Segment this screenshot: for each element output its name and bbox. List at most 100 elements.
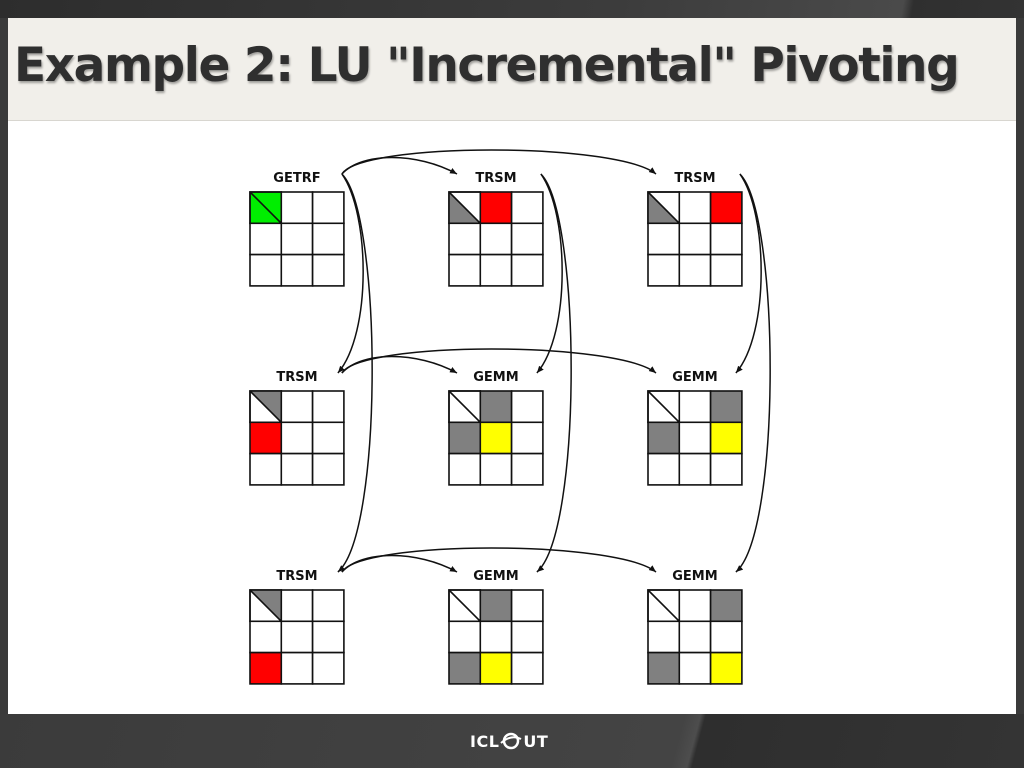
matrix-cell — [678, 191, 712, 225]
matrix-cell — [647, 421, 681, 455]
dependency-arrow — [536, 173, 572, 573]
matrix-cell — [709, 421, 743, 455]
matrix-cell — [249, 421, 283, 455]
dependency-arrow — [337, 173, 373, 573]
task-label: GEMM — [672, 569, 717, 584]
matrix-cell — [280, 589, 314, 623]
matrix-cell — [678, 253, 712, 287]
dependency-arrow — [735, 173, 762, 374]
matrix-cell — [280, 620, 314, 654]
matrix-cell — [280, 421, 314, 455]
icl-ut-logo: ICL UT — [470, 728, 548, 754]
task-label: GEMM — [672, 370, 717, 385]
matrix-cell — [280, 390, 314, 424]
dependency-arrow — [735, 173, 771, 573]
diagonal-line — [647, 589, 680, 622]
matrix-cell — [479, 222, 513, 256]
matrix-cell — [249, 620, 283, 654]
dependency-arrow — [341, 355, 458, 374]
matrix-cell — [647, 452, 681, 486]
dependency-arrow — [341, 348, 657, 374]
diagonal-line — [249, 390, 282, 423]
matrix-cell — [510, 651, 544, 685]
dependency-arrow — [341, 547, 657, 573]
matrix-cell — [510, 191, 544, 225]
matrix-cell — [510, 620, 544, 654]
matrix-cell — [280, 452, 314, 486]
diagonal-line — [647, 191, 680, 224]
matrix-cell — [678, 421, 712, 455]
matrix-cell — [647, 651, 681, 685]
matrix-cell — [479, 253, 513, 287]
dependency-arrow — [341, 149, 657, 175]
matrix-cell — [249, 651, 283, 685]
matrix-cell — [678, 390, 712, 424]
task-t12: GEMM — [647, 370, 743, 486]
matrix-cell — [448, 452, 482, 486]
task-label: GEMM — [473, 370, 518, 385]
matrix-cell — [647, 222, 681, 256]
matrix-cell — [311, 620, 345, 654]
matrix-cell — [678, 620, 712, 654]
slide: Example 2: LU "Incremental" Pivoting — [8, 18, 1016, 714]
task-grid: GETRF TRSM TRSM TRSM GEMM GEMM TRSM GEMM GEMM — [249, 171, 743, 685]
matrix-cell — [448, 421, 482, 455]
matrix-cell — [311, 421, 345, 455]
task-label: TRSM — [276, 569, 317, 584]
task-label: TRSM — [475, 171, 516, 186]
matrix-cell — [311, 452, 345, 486]
dependency-arrow — [536, 173, 563, 374]
task-t11: GEMM — [448, 370, 544, 486]
matrix-cell — [510, 390, 544, 424]
matrix-cell — [510, 222, 544, 256]
task-t21: GEMM — [448, 569, 544, 685]
matrix-cell — [709, 222, 743, 256]
matrix-cell — [479, 191, 513, 225]
matrix-cell — [479, 390, 513, 424]
logo-swoosh-icon — [500, 732, 522, 750]
matrix-cell — [280, 191, 314, 225]
task-label: GETRF — [273, 171, 320, 186]
matrix-cell — [479, 452, 513, 486]
matrix-cell — [510, 253, 544, 287]
diagonal-line — [448, 390, 481, 423]
matrix-cell — [448, 222, 482, 256]
matrix-cell — [448, 651, 482, 685]
matrix-cell — [280, 253, 314, 287]
matrix-cell — [709, 390, 743, 424]
matrix-cell — [510, 421, 544, 455]
matrix-cell — [311, 222, 345, 256]
dependency-edges — [337, 149, 771, 573]
matrix-cell — [448, 253, 482, 287]
matrix-cell — [678, 589, 712, 623]
task-label: GEMM — [473, 569, 518, 584]
matrix-cell — [678, 222, 712, 256]
matrix-cell — [510, 589, 544, 623]
matrix-cell — [249, 253, 283, 287]
top-band — [0, 0, 1024, 18]
matrix-cell — [678, 651, 712, 685]
matrix-cell — [709, 253, 743, 287]
task-label: TRSM — [674, 171, 715, 186]
task-t02: TRSM — [647, 171, 743, 287]
footer — [0, 714, 1024, 768]
matrix-cell — [311, 589, 345, 623]
matrix-cell — [709, 452, 743, 486]
matrix-cell — [249, 222, 283, 256]
matrix-cell — [280, 651, 314, 685]
matrix-cell — [510, 452, 544, 486]
dependency-arrow — [337, 173, 364, 374]
logo-text-right: UT — [523, 731, 549, 751]
diagonal-line — [448, 589, 481, 622]
matrix-cell — [280, 222, 314, 256]
task-label: TRSM — [276, 370, 317, 385]
task-t00: GETRF — [249, 171, 345, 287]
matrix-cell — [311, 651, 345, 685]
dependency-arrow — [341, 156, 458, 175]
diagonal-line — [647, 390, 680, 423]
matrix-cell — [448, 620, 482, 654]
matrix-cell — [647, 620, 681, 654]
diagonal-line — [249, 589, 282, 622]
matrix-cell — [249, 452, 283, 486]
